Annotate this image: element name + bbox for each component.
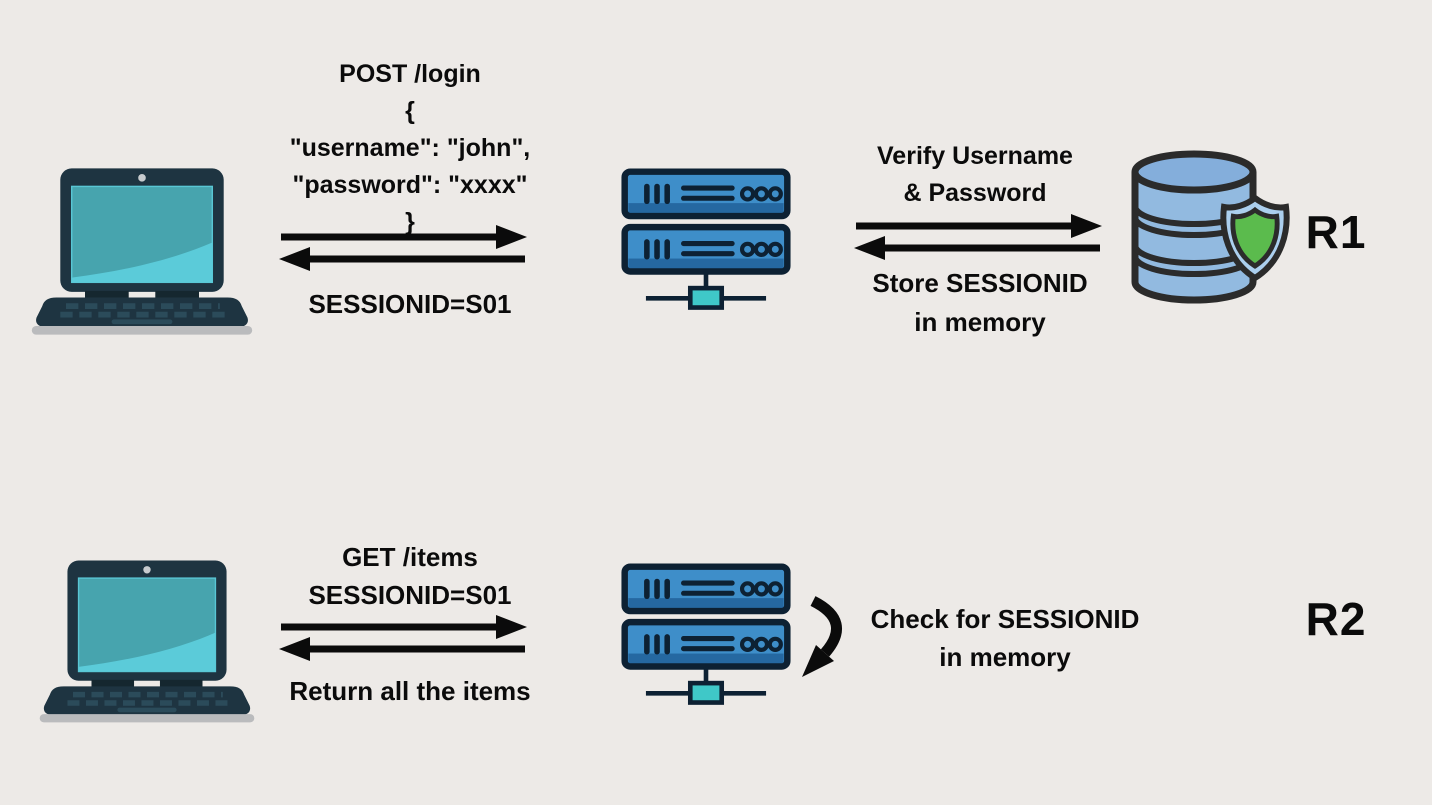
response-1-label: SESSIONID=S01 [308, 289, 512, 319]
request-2-line: GET /items [342, 542, 478, 572]
server-rack-icon [620, 168, 792, 314]
server-db-arrows [853, 214, 1103, 260]
request-1-line: { [405, 97, 415, 125]
database-shield-icon [1128, 146, 1303, 311]
request-2-body: GET /items SESSIONID=S01 [270, 538, 550, 614]
client-server-arrows-2 [278, 615, 528, 661]
request-2-line: SESSIONID=S01 [308, 580, 512, 610]
curved-hook-arrow-icon [795, 593, 859, 685]
store-session-label: Store SESSIONID in memory [872, 268, 1088, 337]
check-session-label: Check for SESSIONID in memory [870, 604, 1140, 672]
request-1-line: "password": "xxxx" [292, 171, 528, 199]
response-2-label: Return all the items [289, 676, 531, 706]
verify-credentials-label: Verify Username & Password [877, 142, 1073, 207]
client-server-arrows-1 [278, 225, 528, 271]
client-laptop-icon [36, 558, 258, 724]
round-2-label: R2 [1305, 593, 1367, 645]
client-laptop-icon [28, 166, 256, 336]
request-1-line: "username": "john", [289, 134, 531, 162]
request-1-line: } [405, 208, 415, 236]
server-rack-icon [620, 563, 792, 709]
request-1-body: POST /login { "username": "john", "passw… [270, 56, 550, 241]
round-1-label: R1 [1305, 206, 1367, 258]
request-1-line: POST /login [339, 60, 481, 88]
